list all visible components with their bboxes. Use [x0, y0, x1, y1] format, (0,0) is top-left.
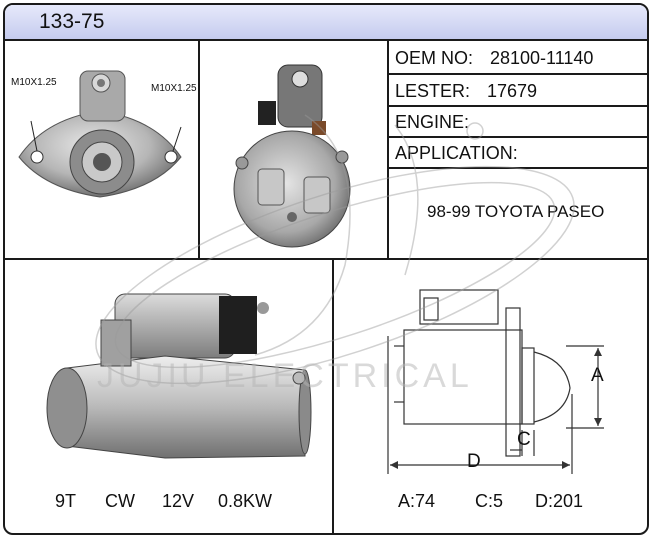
mount-label-left: M10X1.25 — [11, 77, 57, 88]
divider — [389, 73, 647, 75]
lester-value: 17679 — [487, 81, 538, 101]
dim-label-c: C — [517, 429, 531, 450]
spec-voltage: 12V — [162, 491, 195, 511]
dim-value-c: C:5 — [475, 491, 504, 511]
divider — [198, 39, 200, 258]
oem-row: OEM NO: 28100-11140 — [389, 41, 647, 75]
starter-front-photo — [18, 70, 182, 198]
product-sheet: 133-75 OEM NO: 28100-11140 LESTER: 17679… — [3, 3, 649, 535]
divider — [389, 136, 647, 138]
divider — [389, 105, 647, 107]
part-code: 133-75 — [39, 10, 105, 33]
divider — [5, 258, 647, 260]
dim-value-a: A:74 — [398, 491, 436, 511]
application-label: APPLICATION: — [395, 143, 518, 163]
engine-row: ENGINE: — [389, 105, 647, 139]
starter-rear-photo — [233, 64, 351, 248]
application-value: 98-99 TOYOTA PASEO — [427, 202, 605, 221]
dim-value-d: D:201 — [535, 491, 584, 511]
mount-label-right: M10X1.25 — [151, 83, 197, 94]
engine-label: ENGINE: — [395, 112, 470, 132]
dimension-drawing — [387, 289, 604, 474]
divider — [387, 39, 389, 258]
dim-label-d: D — [467, 451, 481, 472]
spec-teeth: 9T — [55, 491, 77, 511]
divider — [389, 167, 647, 169]
application-row: APPLICATION: — [389, 136, 647, 170]
spec-rotation: CW — [105, 491, 135, 511]
spec-power: 0.8KW — [218, 491, 273, 511]
starter-side-photo — [46, 293, 312, 459]
divider — [332, 258, 334, 533]
lester-row: LESTER: 17679 — [389, 74, 647, 108]
watermark-text: JUJIU ELECTRICAL — [97, 357, 473, 395]
oem-value: 28100-11140 — [490, 48, 594, 68]
lester-label: LESTER: — [395, 81, 471, 101]
dim-label-a: A — [591, 365, 604, 386]
header-bar: 133-75 — [5, 5, 647, 41]
oem-label: OEM NO: — [395, 48, 474, 68]
